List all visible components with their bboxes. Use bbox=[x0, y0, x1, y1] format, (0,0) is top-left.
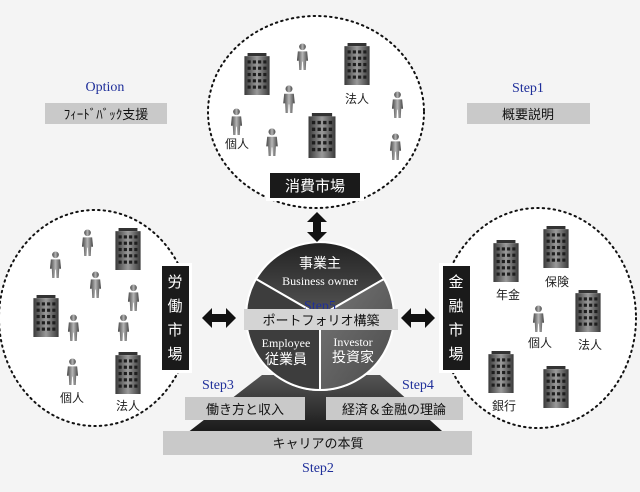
step2-label: キャリアの本質 bbox=[272, 437, 363, 452]
step4-label: 経済＆金融の理論 bbox=[342, 402, 446, 418]
right-pension-label: 年金 bbox=[496, 287, 520, 302]
employee-en-label: Employee bbox=[262, 336, 311, 350]
consumer-market-box: 消費市場 bbox=[266, 170, 364, 201]
owner-en-label: Business owner bbox=[282, 274, 358, 288]
finance-char: 場 bbox=[448, 345, 463, 363]
step4-title: Step4 bbox=[402, 378, 434, 393]
building-icon bbox=[543, 226, 569, 268]
left-corporation-label: 法人 bbox=[116, 399, 140, 413]
step3-box: 働き方と収入 bbox=[185, 397, 305, 420]
left-double-arrow-icon bbox=[202, 308, 236, 328]
step1-label: 概要説明 bbox=[502, 107, 554, 123]
option-label: ﾌｨｰﾄﾞﾊﾞｯｸ支援 bbox=[64, 108, 149, 123]
labor-char: 労 bbox=[167, 273, 182, 291]
right-individual-label: 個人 bbox=[528, 336, 552, 350]
building-icon bbox=[543, 366, 569, 408]
right-corporation-label: 法人 bbox=[578, 338, 602, 352]
employee-jp-label: 従業員 bbox=[265, 352, 307, 368]
finance-market-box: 金 融 市 場 bbox=[439, 263, 473, 373]
finance-char: 融 bbox=[448, 297, 463, 315]
finance-char: 市 bbox=[448, 321, 463, 339]
right-insurance-label: 保険 bbox=[545, 275, 569, 289]
step3-title: Step3 bbox=[202, 378, 234, 393]
building-icon bbox=[33, 295, 59, 337]
option-box: ﾌｨｰﾄﾞﾊﾞｯｸ支援 bbox=[45, 103, 167, 124]
owner-jp-label: 事業主 bbox=[299, 256, 341, 272]
finance-char: 金 bbox=[448, 273, 463, 291]
building-icon bbox=[244, 53, 270, 95]
left-individual-label: 個人 bbox=[60, 391, 84, 405]
vertical-double-arrow-icon bbox=[307, 212, 327, 242]
labor-char: 市 bbox=[167, 321, 182, 339]
step5-label: ポートフォリオ構築 bbox=[262, 314, 379, 329]
option-title: Option bbox=[86, 80, 125, 95]
building-icon bbox=[493, 240, 519, 282]
right-double-arrow-icon bbox=[401, 308, 435, 328]
investor-en-label: Investor bbox=[333, 335, 372, 349]
labor-char: 働 bbox=[167, 297, 182, 315]
right-bank-label: 銀行 bbox=[492, 399, 516, 413]
building-icon bbox=[115, 228, 141, 270]
top-corporation-label: 法人 bbox=[345, 92, 369, 106]
labor-market-box: 労 働 市 場 bbox=[158, 263, 192, 373]
step1-box: 概要説明 bbox=[467, 103, 590, 124]
building-icon bbox=[488, 351, 514, 393]
step3-label: 働き方と収入 bbox=[206, 402, 284, 418]
building-icon bbox=[344, 43, 370, 85]
top-individual-label: 個人 bbox=[225, 137, 249, 151]
building-icon bbox=[575, 290, 601, 332]
investor-jp-label: 投資家 bbox=[332, 349, 374, 366]
step2-title: Step2 bbox=[302, 461, 334, 476]
step5-box: ポートフォリオ構築 bbox=[244, 309, 398, 330]
step2-box: キャリアの本質 bbox=[163, 431, 472, 455]
step4-box: 経済＆金融の理論 bbox=[326, 397, 463, 420]
labor-char: 場 bbox=[167, 345, 182, 363]
step1-title: Step1 bbox=[512, 81, 544, 96]
building-icon bbox=[308, 113, 336, 158]
base-cone bbox=[178, 375, 452, 440]
consumer-market-label: 消費市場 bbox=[285, 177, 345, 195]
building-icon bbox=[115, 352, 141, 394]
